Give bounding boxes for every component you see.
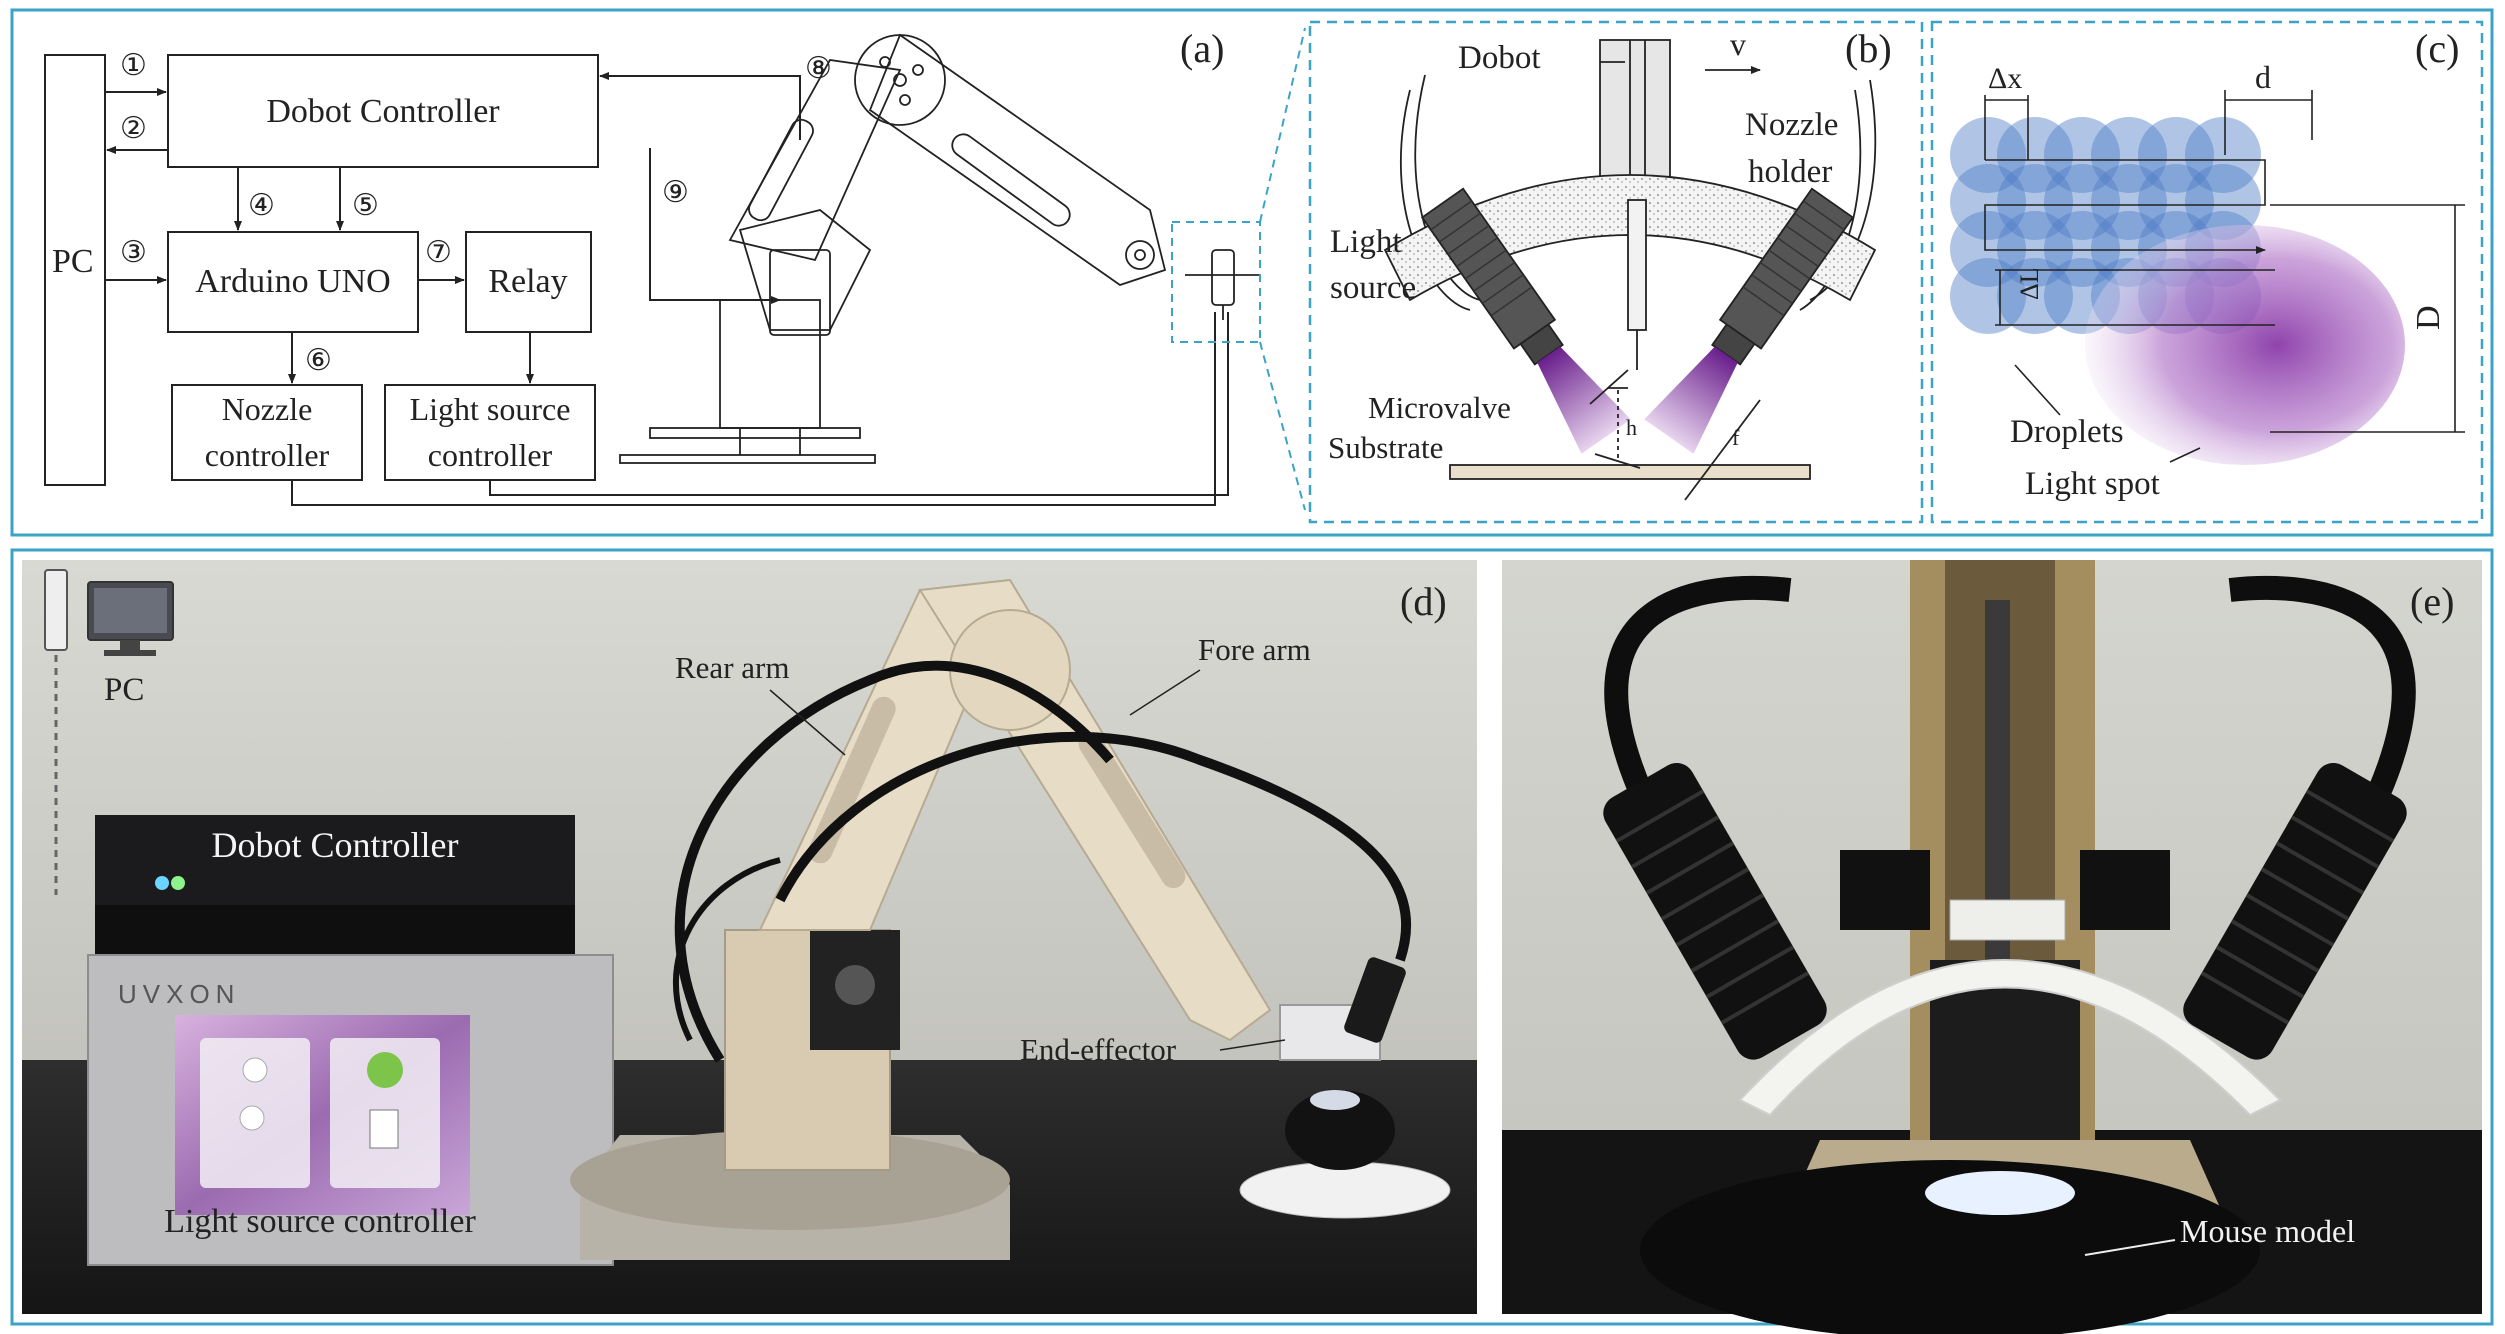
end-effector-label: End-effector xyxy=(1020,1032,1177,1067)
panel-a-schematic xyxy=(44,27,1306,511)
light-source-label-1: Light xyxy=(1330,224,1402,260)
dobot-label: Dobot xyxy=(1458,40,1541,76)
droplet xyxy=(1997,211,2073,287)
dobot-controller-label: Dobot Controller xyxy=(266,93,500,130)
nozzle-holder-label-2: holder xyxy=(1748,154,1832,190)
left-light-source xyxy=(1420,187,1631,454)
step-9-label: ⑨ xyxy=(662,176,689,209)
substrate-label: Substrate xyxy=(1328,430,1443,465)
panel-d-label: (d) xyxy=(1400,579,1447,624)
right-light-source xyxy=(1644,187,1855,454)
delta-x-label: Δx xyxy=(1988,62,2022,95)
light-source-label-2: source xyxy=(1330,270,1416,306)
curved-nozzle-holder xyxy=(1738,959,2282,1117)
mouse-model xyxy=(1640,1160,2260,1334)
step-8-label: ⑧ xyxy=(805,52,832,85)
top-figure-frame xyxy=(10,8,2494,537)
nozzle-controller-label-2: controller xyxy=(205,437,330,473)
substrate xyxy=(1449,464,1811,480)
velocity-label: v xyxy=(1730,26,1746,62)
microvalve-label: Microvalve xyxy=(1368,390,1511,425)
height-label: h xyxy=(1626,415,1637,440)
fore-arm-label: Fore arm xyxy=(1198,632,1311,667)
nozzle-controller-label-1: Nozzle xyxy=(222,391,313,427)
droplet xyxy=(1950,211,2026,287)
robot-arm-line-drawing xyxy=(619,33,1260,464)
uvxon-brand-label: UVXON xyxy=(118,979,240,1009)
droplet xyxy=(2044,211,2120,287)
droplet xyxy=(1997,117,2073,193)
panel-c-label: (c) xyxy=(2415,26,2459,71)
pc-photo-label: PC xyxy=(104,672,144,708)
dobot-controller-box xyxy=(167,54,599,168)
d-label: d xyxy=(2255,59,2271,95)
step-4-label: ④ xyxy=(248,189,275,222)
droplet xyxy=(1950,164,2026,240)
panel-e-label: (e) xyxy=(2410,579,2454,624)
nozzle-holder-arc xyxy=(1383,174,1877,302)
panel-c-dimensions xyxy=(1984,90,2465,463)
panel-b-drawing xyxy=(1383,39,1877,501)
panel-d-photo xyxy=(22,560,1477,1314)
light-spot-label: Light spot xyxy=(2025,466,2160,502)
droplet xyxy=(2044,164,2120,240)
arduino-label: Arduino UNO xyxy=(195,263,390,300)
droplet xyxy=(1997,164,2073,240)
droplet xyxy=(2138,117,2214,193)
droplet xyxy=(1997,258,2073,334)
step-3-label: ③ xyxy=(120,236,147,269)
focus-label: f xyxy=(1732,425,1740,450)
panel-e-photo xyxy=(1502,560,2482,1334)
dobot-controller-photo-label: Dobot Controller xyxy=(212,825,459,865)
rear-arm-label: Rear arm xyxy=(675,650,789,685)
nozzle-controller-box xyxy=(171,384,363,481)
droplet xyxy=(1950,258,2026,334)
mouse-model-label: Mouse model xyxy=(2180,1213,2355,1249)
step-1-label: ① xyxy=(120,49,147,82)
pc-box xyxy=(44,54,106,486)
big-d-label: D xyxy=(2410,305,2447,330)
droplet xyxy=(2091,164,2167,240)
panel-c-frame xyxy=(1930,20,2484,524)
panel-b-frame xyxy=(1308,20,1924,524)
droplet xyxy=(2185,117,2261,193)
panel-b-label: (b) xyxy=(1845,26,1892,71)
nozzle-holder-label-1: Nozzle xyxy=(1745,107,1838,143)
droplet xyxy=(2091,117,2167,193)
relay-box xyxy=(465,231,592,333)
delta-l-label: ΔL xyxy=(2015,267,2044,300)
light-source-controller-label-2: controller xyxy=(428,437,553,473)
droplet xyxy=(2044,117,2120,193)
light-source-controller-photo-label: Light source controller xyxy=(164,1203,476,1240)
step-7-label: ⑦ xyxy=(425,236,452,269)
droplet xyxy=(1950,117,2026,193)
relay-label: Relay xyxy=(488,263,567,300)
microvalve xyxy=(1627,199,1647,331)
pc-label: PC xyxy=(52,243,94,280)
light-spot xyxy=(2085,225,2405,465)
step-2-label: ② xyxy=(120,112,147,145)
droplet xyxy=(2185,164,2261,240)
step-6-label: ⑥ xyxy=(305,344,332,377)
pc-computer-icon xyxy=(44,569,174,656)
droplets-label: Droplets xyxy=(2010,414,2124,450)
step-5-label: ⑤ xyxy=(352,189,379,222)
panel-a-label: (a) xyxy=(1180,26,1224,71)
droplet xyxy=(2138,164,2214,240)
light-source-controller-label-1: Light source xyxy=(410,391,571,427)
